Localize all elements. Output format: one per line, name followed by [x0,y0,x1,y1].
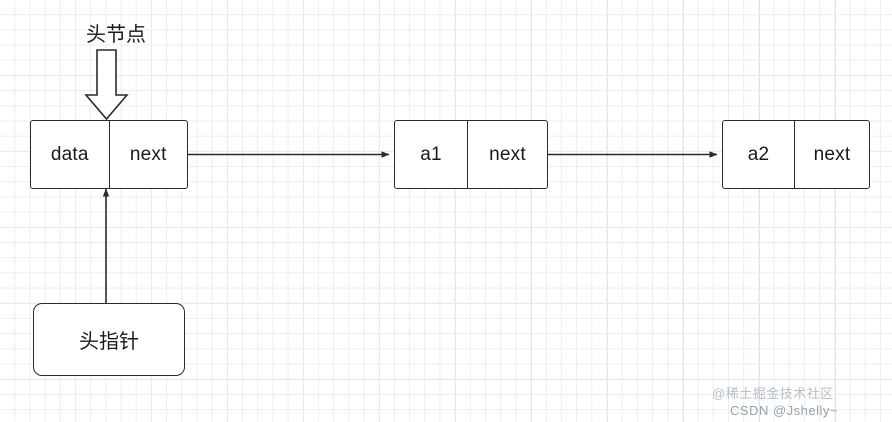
node-a2: a2 next [722,120,870,189]
block-arrow-head-node [84,49,129,121]
head-node-caption: 头节点 [86,24,146,46]
node-a1-data-cell: a1 [420,143,442,165]
node-a1: a1 next [394,120,548,189]
head-node-next-cell: next [108,121,188,188]
head-node: data next [30,120,188,189]
watermark-bottom: CSDN @Jshelly~ [730,403,838,418]
node-a1-next-cell: next [467,121,547,188]
head-pointer-box: 头指针 [33,303,185,376]
watermark-top: @稀土掘金技术社区 [712,386,834,401]
node-a2-data-cell: a2 [747,143,770,165]
node-a2-next-cell: next [794,121,869,188]
head-node-data-cell: data [50,143,89,165]
